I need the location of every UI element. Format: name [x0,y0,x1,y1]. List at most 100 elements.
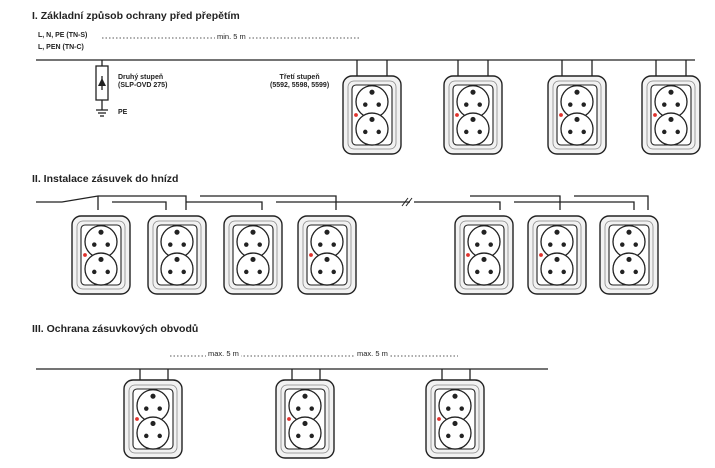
outlet-pin [168,269,173,275]
earth-pin [174,229,180,235]
outlet-pin [105,269,110,275]
outlet-pin [548,269,553,275]
outlet-pin [331,269,336,275]
earth-pin [369,116,375,123]
earth-pin [150,393,156,399]
outlet-face [456,112,490,146]
earth-pin [668,116,674,123]
outlet-face [310,252,344,286]
outlet-pin [244,242,249,247]
outlet-pin [581,102,586,107]
outlet-pin [459,433,464,439]
distance-label-max-2: max. 5 m [355,349,390,358]
double-socket [527,215,587,295]
outlet-pin [464,102,469,107]
outlet-pin [309,433,314,439]
stage3-models: (5592, 5598, 5599) [270,82,330,90]
earth-pin [452,420,458,426]
outlet-pin [363,129,368,135]
chain-wire [514,201,635,210]
outlet-pin [662,129,667,135]
earth-pin [250,256,256,262]
outlet-pin [144,406,149,411]
double-socket [454,215,514,295]
outlet-pin [318,269,323,275]
socket-frame-inner [448,80,498,150]
double-socket [147,215,207,295]
overvoltage-indicator-light [135,417,139,421]
outlet-pin [446,433,451,439]
outlet-pin [376,102,381,107]
stage2-model: (SLP-OVD 275) [118,82,168,90]
outlet-face [160,252,194,286]
outlet-pin [181,269,186,275]
earth-pin [150,420,156,426]
outlet-face [355,112,389,146]
outlet-face [654,112,688,146]
outlet-pin [477,129,482,135]
earth-pin [481,229,487,235]
outlet-pin [296,433,301,439]
section-2-title: II. Instalace zásuvek do hnízd [32,173,179,185]
outlet-pin [475,242,480,247]
outlet-face [438,416,472,450]
socket-frame-inner [152,220,202,290]
outlet-pin [157,433,162,439]
outlet-pin [446,406,451,411]
socket-frame-inner [552,80,602,150]
outlet-pin [477,102,482,107]
overvoltage-indicator-light [466,253,470,257]
outlet-face [288,416,322,450]
outlet-pin [92,242,97,247]
outlet-pin [561,269,566,275]
outlet-pin [157,406,162,411]
distance-label-max-1: max. 5 m [206,349,241,358]
stage2-label: Druhý stupeň (SLP-OVD 275) [118,74,167,90]
earth-pin [626,229,632,235]
earth-pin [470,89,476,95]
overvoltage-indicator-light [539,253,543,257]
earth-pin [174,256,180,262]
outlet-pin [488,269,493,275]
outlet-pin [331,242,336,247]
earth-pin [626,256,632,262]
chain-wire [112,201,167,210]
socket-frame-inner [76,220,126,290]
earth-pin [324,229,330,235]
line-label-tns: L, N, PE (TN-S) [38,32,88,39]
chain-wire [200,195,337,210]
outlet-pin [475,269,480,275]
double-socket [342,75,402,155]
socket-frame-inner [430,384,480,454]
outlet-pin [363,102,368,107]
earth-pin [98,256,104,262]
earth-pin [574,89,580,95]
earth-pin [554,256,560,262]
outlet-face [612,252,646,286]
section-1-title: I. Základní způsob ochrany před přepětím [32,10,240,22]
chain-wire [414,201,501,210]
socket-frame-inner [280,384,330,454]
outlet-pin [675,102,680,107]
overvoltage-indicator-light [559,113,563,117]
earth-pin [574,116,580,123]
outlet-face [136,416,170,450]
double-socket [71,215,131,295]
earth-pin [369,89,375,95]
double-socket [641,75,701,155]
outlet-pin [244,269,249,275]
outlet-pin [620,242,625,247]
earth-pin [554,229,560,235]
double-socket [443,75,503,155]
overvoltage-indicator-light [653,113,657,117]
outlet-pin [459,406,464,411]
outlet-pin [309,406,314,411]
overvoltage-indicator-light [455,113,459,117]
outlet-face [560,112,594,146]
earth-pin [250,229,256,235]
earth-pin [668,89,674,95]
chain-wire [36,195,187,210]
overvoltage-indicator-light [287,417,291,421]
outlet-pin [144,433,149,439]
